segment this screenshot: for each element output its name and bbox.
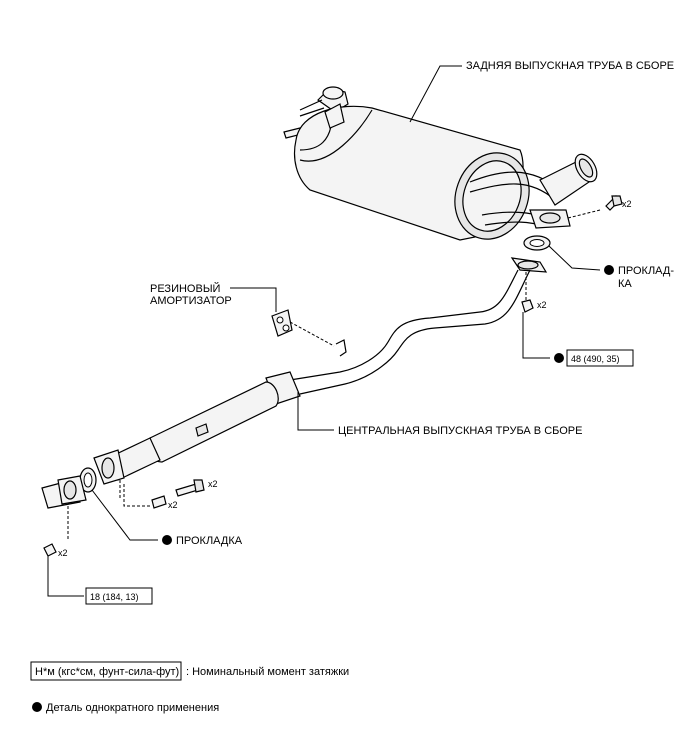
gasket-bottom-label: ПРОКЛАДКА [176, 535, 243, 547]
rear-nut-qty: x2 [537, 300, 547, 310]
legend-non-reusable-text: Деталь однократного применения [46, 702, 219, 714]
center-pipe-rear-flange-icon [510, 257, 548, 273]
non-reusable-dot-icon [604, 265, 614, 275]
rubber-mount-icon [271, 309, 293, 337]
center-pipe-front-flange-icon [93, 449, 125, 485]
rear-muffler-icon [283, 86, 598, 241]
rubber-mount-label-2: АМОРТИЗАТОР [150, 295, 232, 307]
rubber-mount-label-1: РЕЗИНОВЫЙ [150, 282, 220, 295]
legend-torque-desc: : Номинальный момент затяжки [186, 666, 349, 678]
front-stud-qty: x2 [168, 500, 178, 510]
legend-torque-box [30, 661, 182, 681]
torque-box-front [85, 587, 153, 605]
torque-rear-value: 48 (490, 35) [571, 354, 620, 364]
stud-icon [151, 495, 167, 509]
torque-front-value: 18 (184, 13) [90, 592, 139, 602]
front-nut-icon [43, 543, 57, 557]
front-bolt-qty: x2 [208, 479, 218, 489]
legend-non-reusable-dot-icon [32, 702, 42, 712]
gasket-icon [523, 235, 551, 251]
gasket-top-label-2: КА [618, 278, 632, 290]
non-reusable-dot-icon-3 [162, 535, 172, 545]
rear-pipe-label: ЗАДНЯЯ ВЫПУСКНАЯ ТРУБА В СБОРЕ [466, 60, 674, 72]
front-pipe-icon [41, 475, 87, 509]
center-pipe-label: ЦЕНТРАЛЬНАЯ ВЫПУСКНАЯ ТРУБА В СБОРЕ [338, 425, 582, 437]
legend-torque-unit: Н*м (кгс*см, фунт-сила-фут) [35, 666, 179, 678]
rear-bolt-qty: x2 [622, 199, 632, 209]
front-gasket-icon [79, 467, 97, 493]
torque-box-rear [566, 349, 634, 367]
front-bolt-icon [175, 479, 205, 497]
non-reusable-dot-icon-2 [554, 353, 564, 363]
front-nut-qty: x2 [58, 548, 68, 558]
gasket-top-label-1: ПРОКЛАД- [618, 265, 674, 277]
rear-nut-icon [521, 299, 534, 313]
rear-bolt-icon [605, 195, 623, 211]
